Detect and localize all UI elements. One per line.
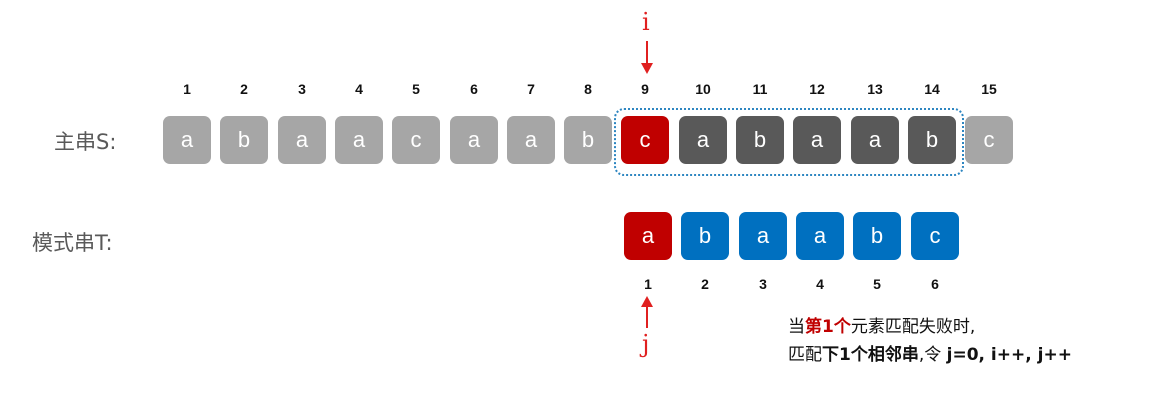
- pattern-char-cell: a: [739, 212, 787, 260]
- note-line2-code: j=0, i++, j++: [946, 345, 1072, 365]
- main-index-label: 6: [470, 81, 478, 97]
- main-index-label: 11: [752, 81, 768, 97]
- main-index-label: 12: [809, 81, 825, 97]
- main-index-label: 15: [981, 81, 997, 97]
- explanation-line-1: 当第1个元素匹配失败时,: [788, 312, 975, 337]
- main-char-cell: a: [679, 116, 727, 164]
- pointer-j-arrow-head: [641, 296, 653, 307]
- note-line2-mid: ,令: [918, 345, 947, 365]
- comparison-window: [614, 108, 964, 176]
- main-char-cell: a: [163, 116, 211, 164]
- main-char-cell: b: [564, 116, 612, 164]
- pattern-index-label: 5: [873, 276, 881, 292]
- main-index-label: 14: [924, 81, 940, 97]
- main-char-cell: a: [450, 116, 498, 164]
- pattern-char-cell: a: [796, 212, 844, 260]
- pattern-string-label: 模式串T:: [32, 231, 113, 255]
- main-index-label: 1: [183, 81, 191, 97]
- pointer-i-arrow-head: [641, 63, 653, 74]
- note-line1-highlight: 第1个: [805, 317, 851, 337]
- pattern-index-label: 3: [759, 276, 767, 292]
- main-index-label: 10: [695, 81, 711, 97]
- main-index-label: 8: [584, 81, 592, 97]
- main-char-cell: c: [621, 116, 669, 164]
- main-char-cell: c: [965, 116, 1013, 164]
- pattern-char-cell: c: [911, 212, 959, 260]
- main-char-cell: a: [278, 116, 326, 164]
- main-char-cell: b: [736, 116, 784, 164]
- main-index-label: 13: [867, 81, 883, 97]
- pointer-i-arrow-shaft: [646, 41, 648, 64]
- main-index-label: 7: [527, 81, 535, 97]
- pattern-index-label: 6: [931, 276, 939, 292]
- pattern-char-cell: b: [853, 212, 901, 260]
- main-char-cell: a: [793, 116, 841, 164]
- main-index-label: 4: [355, 81, 363, 97]
- note-line2-prefix: 匹配: [788, 345, 822, 365]
- main-char-cell: a: [335, 116, 383, 164]
- main-index-label: 5: [412, 81, 420, 97]
- note-line1-prefix: 当: [788, 317, 805, 337]
- pointer-j-arrow-shaft: [646, 306, 648, 328]
- pointer-i-label: i: [642, 8, 650, 36]
- main-char-cell: b: [908, 116, 956, 164]
- pattern-char-cell: b: [681, 212, 729, 260]
- pattern-index-label: 2: [701, 276, 709, 292]
- pointer-j-label: j: [642, 330, 650, 358]
- note-line2-bold: 下1个相邻串: [822, 345, 919, 365]
- explanation-line-2: 匹配下1个相邻串,令 j=0, i++, j++: [788, 340, 1072, 365]
- main-index-label: 9: [641, 81, 649, 97]
- main-string-label: 主串S:: [54, 130, 117, 154]
- main-char-cell: c: [392, 116, 440, 164]
- main-char-cell: b: [220, 116, 268, 164]
- pattern-char-cell: a: [624, 212, 672, 260]
- note-line1-suffix: 元素匹配失败时,: [850, 317, 976, 337]
- pattern-index-label: 4: [816, 276, 824, 292]
- main-char-cell: a: [851, 116, 899, 164]
- main-char-cell: a: [507, 116, 555, 164]
- pattern-index-label: 1: [644, 276, 652, 292]
- main-index-label: 2: [240, 81, 248, 97]
- main-index-label: 3: [298, 81, 306, 97]
